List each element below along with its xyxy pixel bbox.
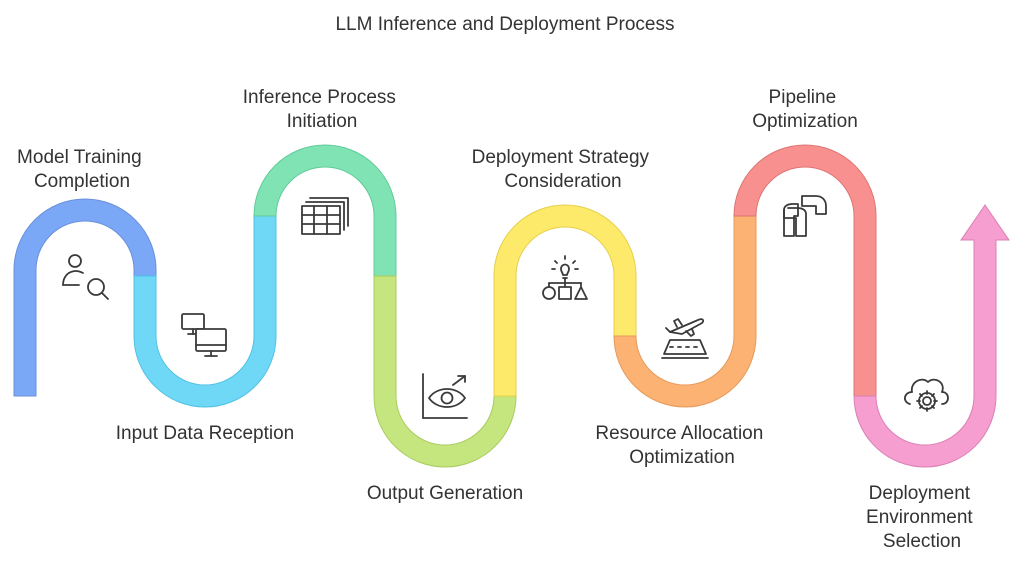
step-2-segment: [133, 215, 277, 408]
pipeline-icon: [783, 195, 827, 237]
idea-shapes-icon: [542, 255, 588, 300]
step-3-label: Inference Process Initiation: [243, 87, 401, 132]
step-4-label: Output Generation: [367, 483, 523, 504]
computers-icon: [181, 313, 227, 357]
step-6-segment: [613, 215, 757, 408]
user-search-icon: [62, 254, 109, 300]
step-6-label: Resource Allocation Optimization: [595, 423, 768, 468]
diagram-title: LLM Inference and Deployment Process: [335, 14, 674, 35]
airplane-runway-icon: [661, 318, 709, 359]
step-7-label: Pipeline Optimization: [752, 87, 858, 132]
step-8-label: Deployment Environment Selection: [866, 483, 978, 552]
step-1-segment: [13, 198, 157, 397]
step-5-segment: [493, 204, 637, 397]
step-8-segment: [853, 204, 1010, 468]
step-5-label: Deployment Strategy Consideration: [472, 147, 655, 192]
step-7-segment: [733, 144, 877, 397]
cloud-gear-icon: [904, 378, 949, 412]
table-stack-icon: [301, 197, 349, 235]
step-2-label: Input Data Reception: [116, 423, 295, 444]
process-path: [13, 144, 1010, 468]
step-3-segment: [253, 144, 397, 277]
eye-chart-icon: [422, 373, 468, 419]
step-4-segment: [373, 275, 517, 468]
step-1-label: Model Training Completion: [17, 147, 147, 192]
